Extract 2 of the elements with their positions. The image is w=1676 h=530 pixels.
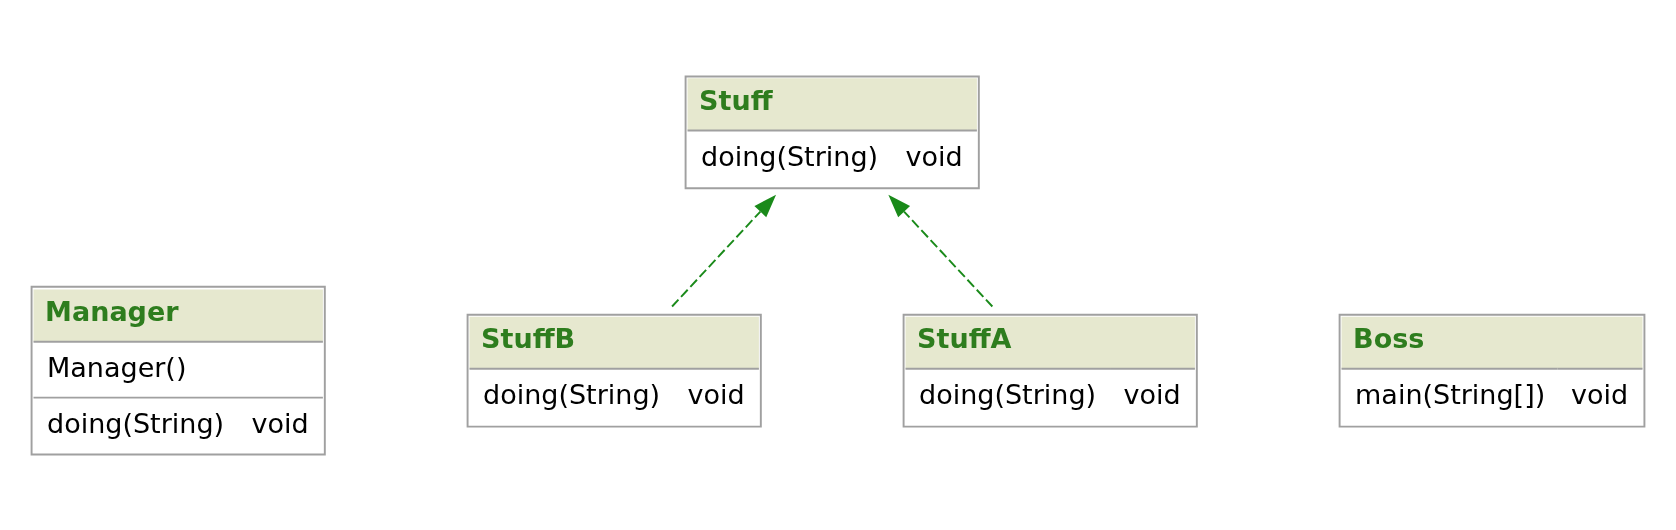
arrow bbox=[671, 194, 777, 307]
arrow bbox=[888, 194, 994, 307]
